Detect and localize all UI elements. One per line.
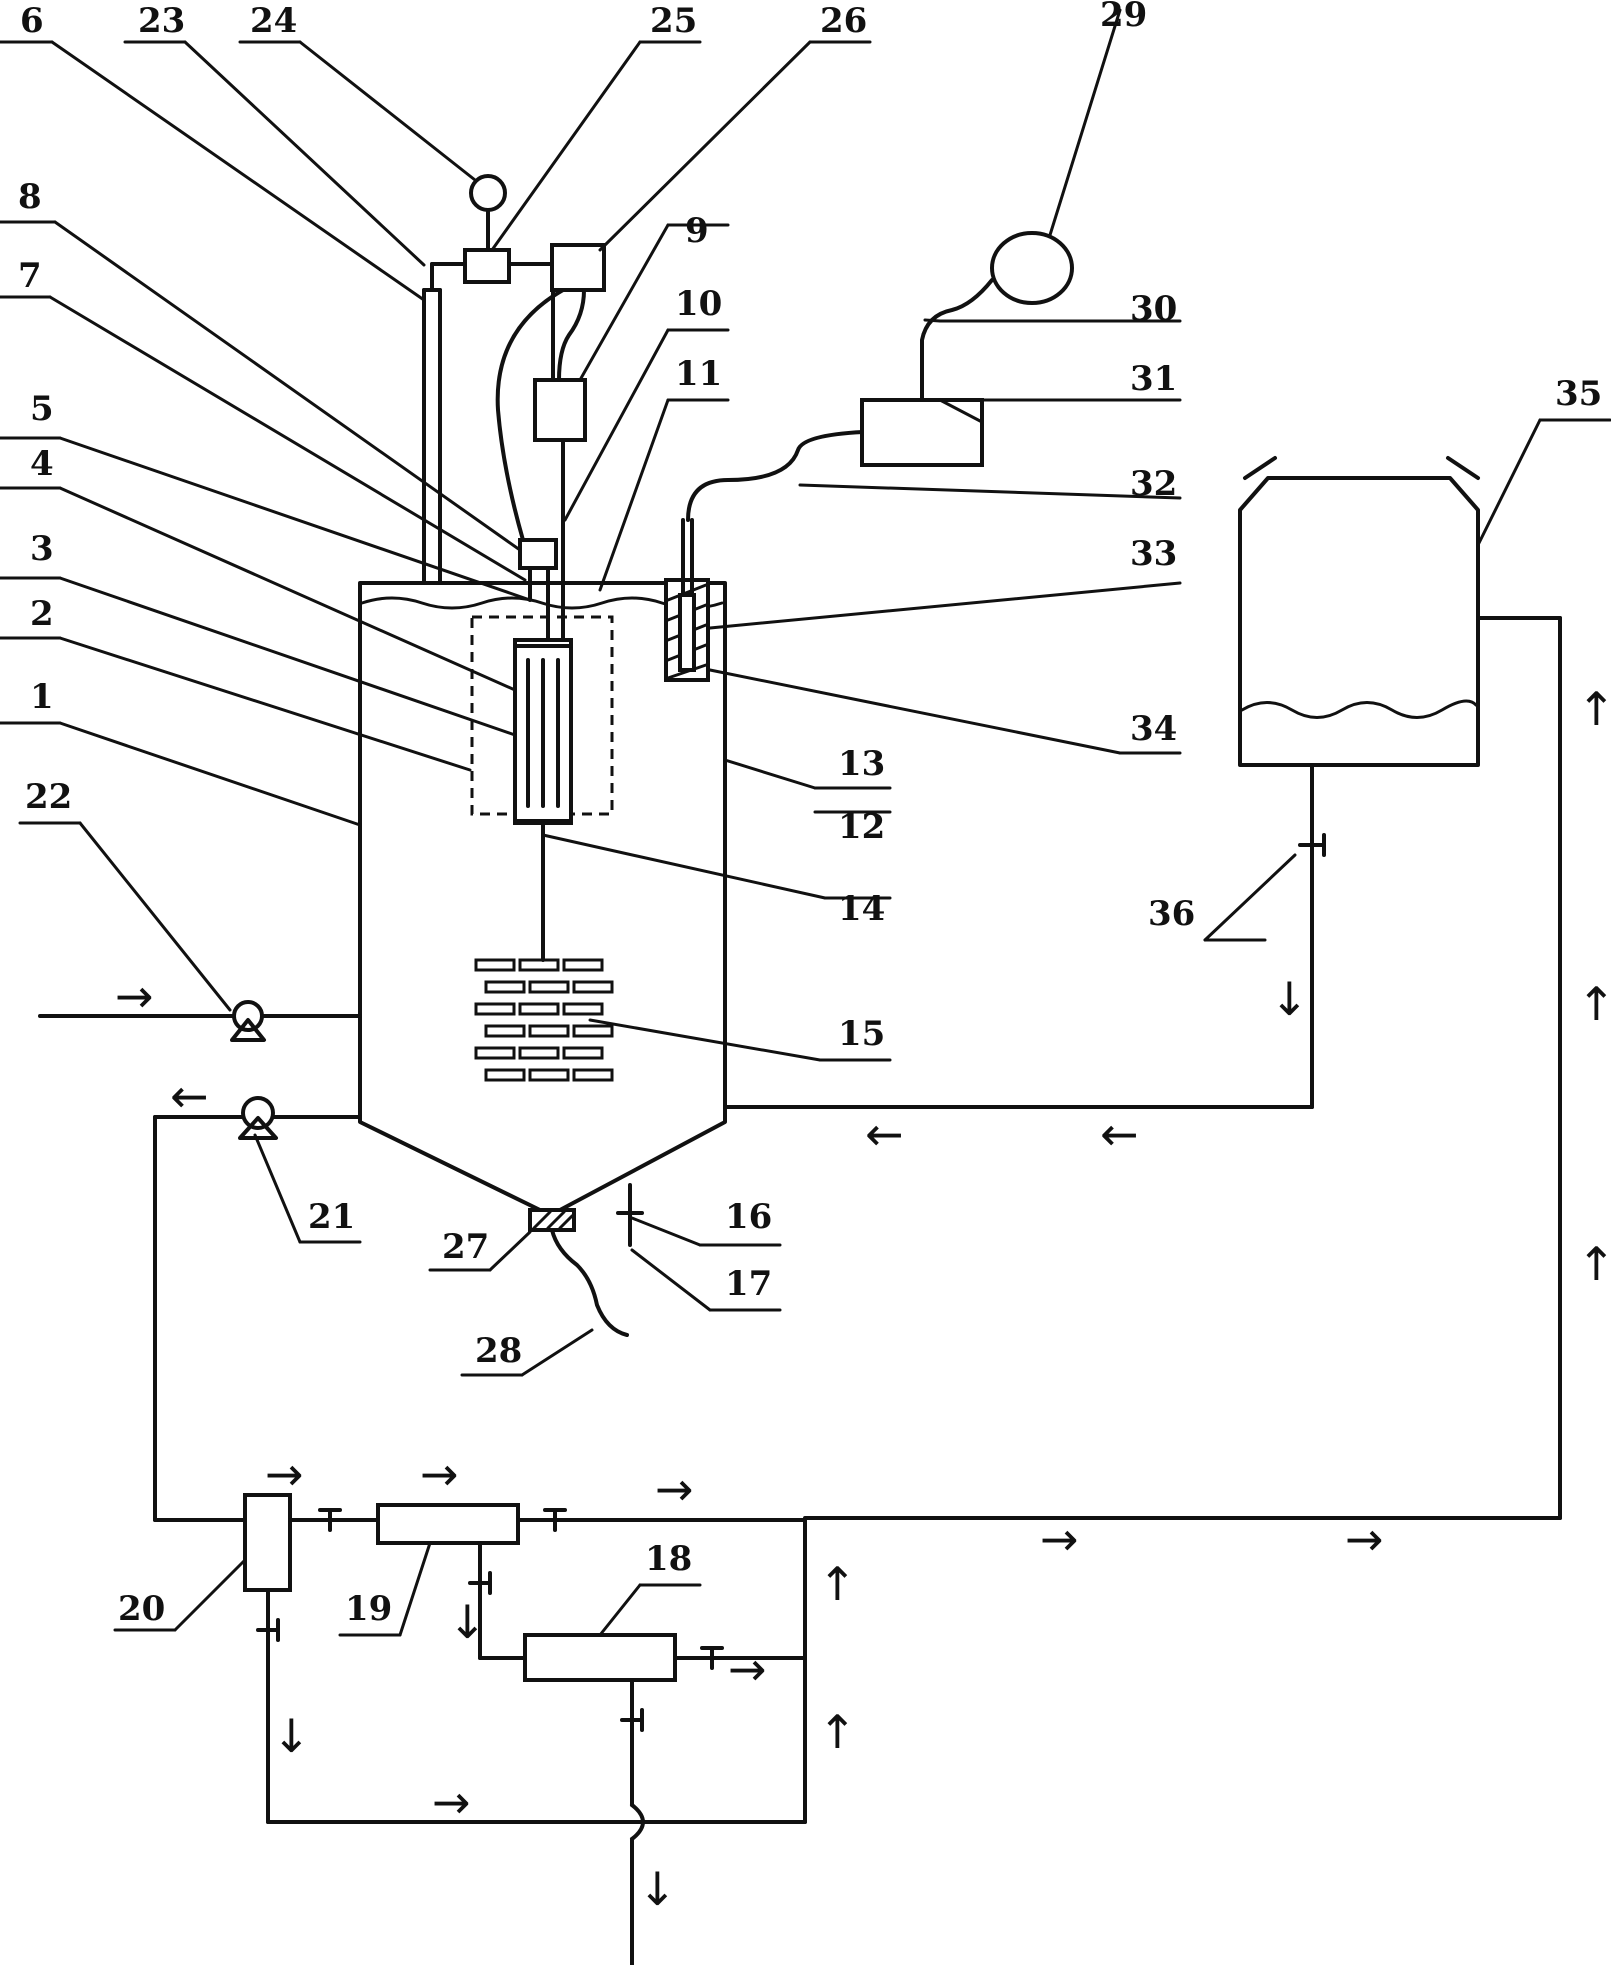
bottom-drain bbox=[528, 1183, 644, 1337]
label-21: 21 bbox=[308, 1197, 355, 1237]
label-22: 22 bbox=[25, 777, 72, 817]
label-14: 14 bbox=[838, 889, 885, 929]
flow-arrow-right: → bbox=[655, 1462, 694, 1516]
flow-arrow-down: ↓ bbox=[448, 1595, 487, 1649]
flow-arrow-up: ↑ bbox=[1577, 1237, 1611, 1291]
label-30: 30 bbox=[1130, 289, 1177, 329]
tank-35 bbox=[723, 456, 1562, 1520]
label-10: 10 bbox=[675, 284, 722, 324]
separation-circuit bbox=[153, 1493, 1562, 1965]
flow-arrow-up: ↑ bbox=[1577, 682, 1611, 736]
label-11: 11 bbox=[675, 354, 722, 394]
flow-arrow-right: → bbox=[728, 1642, 767, 1696]
flow-arrow-left: ← bbox=[865, 1107, 904, 1161]
label-23: 23 bbox=[138, 1, 185, 41]
top-instrumentation bbox=[422, 174, 606, 642]
label-5: 5 bbox=[30, 389, 54, 429]
flow-arrow-down: ↓ bbox=[638, 1862, 677, 1916]
flow-arrow-right: → bbox=[115, 969, 154, 1023]
label-16: 16 bbox=[725, 1197, 772, 1237]
flow-arrow-down: ↓ bbox=[1270, 972, 1309, 1026]
sensor-probe bbox=[664, 231, 1074, 682]
flow-arrow-left: ← bbox=[170, 1069, 209, 1123]
label-3: 3 bbox=[30, 529, 54, 569]
label-1: 1 bbox=[30, 677, 54, 717]
label-6: 6 bbox=[20, 1, 44, 41]
flow-arrows: → ← ← ← ↓ ↑ ↑ ↑ → → → → → ↑ ↓ → ↑ ↓ → ↓ bbox=[115, 682, 1611, 1916]
flow-arrow-up: ↑ bbox=[1577, 977, 1611, 1031]
stirrer bbox=[474, 958, 614, 1082]
label-18: 18 bbox=[645, 1539, 692, 1579]
label-17: 17 bbox=[725, 1264, 772, 1304]
label-13: 13 bbox=[838, 744, 885, 784]
label-15: 15 bbox=[838, 1014, 885, 1054]
label-2: 2 bbox=[30, 594, 54, 634]
label-34: 34 bbox=[1130, 709, 1177, 749]
number-labels: 6 23 24 25 26 29 8 9 7 30 10 31 11 35 5 … bbox=[18, 0, 1602, 1629]
flow-arrow-left: ← bbox=[1100, 1107, 1139, 1161]
discharge-pump-21 bbox=[153, 1096, 362, 1522]
flow-arrow-up: ↑ bbox=[818, 1705, 857, 1759]
feed-pump-22 bbox=[38, 1000, 362, 1042]
flow-arrow-right: → bbox=[432, 1775, 471, 1829]
label-36: 36 bbox=[1148, 894, 1195, 934]
label-4: 4 bbox=[30, 444, 54, 484]
label-31: 31 bbox=[1130, 359, 1177, 399]
flow-arrow-right: → bbox=[1345, 1512, 1384, 1566]
label-26: 26 bbox=[820, 1, 867, 41]
label-32: 32 bbox=[1130, 464, 1177, 504]
label-12: 12 bbox=[838, 807, 885, 847]
label-35: 35 bbox=[1555, 374, 1602, 414]
flow-arrow-down: ↓ bbox=[272, 1709, 311, 1763]
label-33: 33 bbox=[1130, 534, 1177, 574]
label-8: 8 bbox=[18, 177, 42, 217]
flow-arrow-right: → bbox=[1040, 1512, 1079, 1566]
flow-arrow-up: ↑ bbox=[818, 1557, 857, 1611]
leader-lines bbox=[0, 8, 1611, 1637]
flow-arrow-right: → bbox=[265, 1447, 304, 1501]
label-29: 29 bbox=[1100, 0, 1147, 35]
label-28: 28 bbox=[475, 1331, 522, 1371]
electrode-assembly bbox=[470, 615, 614, 962]
flow-arrow-right: → bbox=[420, 1447, 459, 1501]
label-19: 19 bbox=[345, 1589, 392, 1629]
label-24: 24 bbox=[250, 1, 297, 41]
label-9: 9 bbox=[685, 211, 709, 251]
label-7: 7 bbox=[18, 256, 42, 296]
label-27: 27 bbox=[442, 1227, 489, 1267]
label-25: 25 bbox=[650, 1, 697, 41]
label-20: 20 bbox=[118, 1589, 165, 1629]
